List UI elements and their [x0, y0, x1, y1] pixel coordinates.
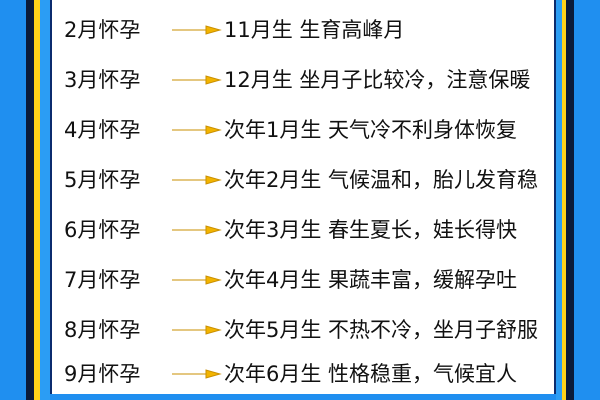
table-row: 3月怀孕 12月生 坐月子比较冷，注意保暖	[52, 54, 554, 104]
month-label: 7月怀孕	[64, 268, 141, 292]
pregnancy-table: 2月怀孕 11月生 生育高峰月 3月怀孕 12月生 坐月子比较冷，注意保暖 4月…	[50, 0, 556, 400]
month-label: 3月怀孕	[64, 68, 141, 92]
month-label: 9月怀孕	[64, 362, 141, 386]
table-row: 5月怀孕 次年2月生 气候温和，胎儿发育稳	[52, 154, 554, 204]
birth-description: 11月生 生育高峰月	[224, 18, 405, 42]
birth-description: 次年2月生 气候温和，胎儿发育稳	[224, 168, 539, 192]
table-row: 4月怀孕 次年1月生 天气冷不利身体恢复	[52, 104, 554, 154]
left-frame	[0, 0, 50, 400]
birth-description: 次年6月生 性格稳重，气候宜人	[224, 362, 518, 386]
birth-description: 12月生 坐月子比较冷，注意保暖	[224, 68, 531, 92]
birth-description: 次年5月生 不热不冷，坐月子舒服	[224, 318, 539, 342]
arrow-right-icon	[172, 325, 222, 335]
arrow-right-icon	[172, 369, 222, 379]
arrow-right-icon	[172, 125, 222, 135]
arrow-right-icon	[172, 75, 222, 85]
birth-description: 次年3月生 春生夏长，娃长得快	[224, 218, 518, 242]
arrow-right-icon	[172, 175, 222, 185]
table-row: 9月怀孕 次年6月生 性格稳重，气候宜人	[52, 348, 554, 398]
bottom-border	[50, 394, 556, 400]
right-frame	[556, 0, 600, 400]
table-row: 7月怀孕 次年4月生 果蔬丰富，缓解孕吐	[52, 254, 554, 304]
table-row: 8月怀孕 次年5月生 不热不冷，坐月子舒服	[52, 304, 554, 354]
arrow-right-icon	[172, 275, 222, 285]
table-row: 6月怀孕 次年3月生 春生夏长，娃长得快	[52, 204, 554, 254]
month-label: 2月怀孕	[64, 18, 141, 42]
arrow-right-icon	[172, 25, 222, 35]
table-row: 2月怀孕 11月生 生育高峰月	[52, 4, 554, 54]
birth-description: 次年4月生 果蔬丰富，缓解孕吐	[224, 268, 518, 292]
arrow-right-icon	[172, 225, 222, 235]
month-label: 6月怀孕	[64, 218, 141, 242]
month-label: 5月怀孕	[64, 168, 141, 192]
birth-description: 次年1月生 天气冷不利身体恢复	[224, 118, 518, 142]
month-label: 4月怀孕	[64, 118, 141, 142]
month-label: 8月怀孕	[64, 318, 141, 342]
